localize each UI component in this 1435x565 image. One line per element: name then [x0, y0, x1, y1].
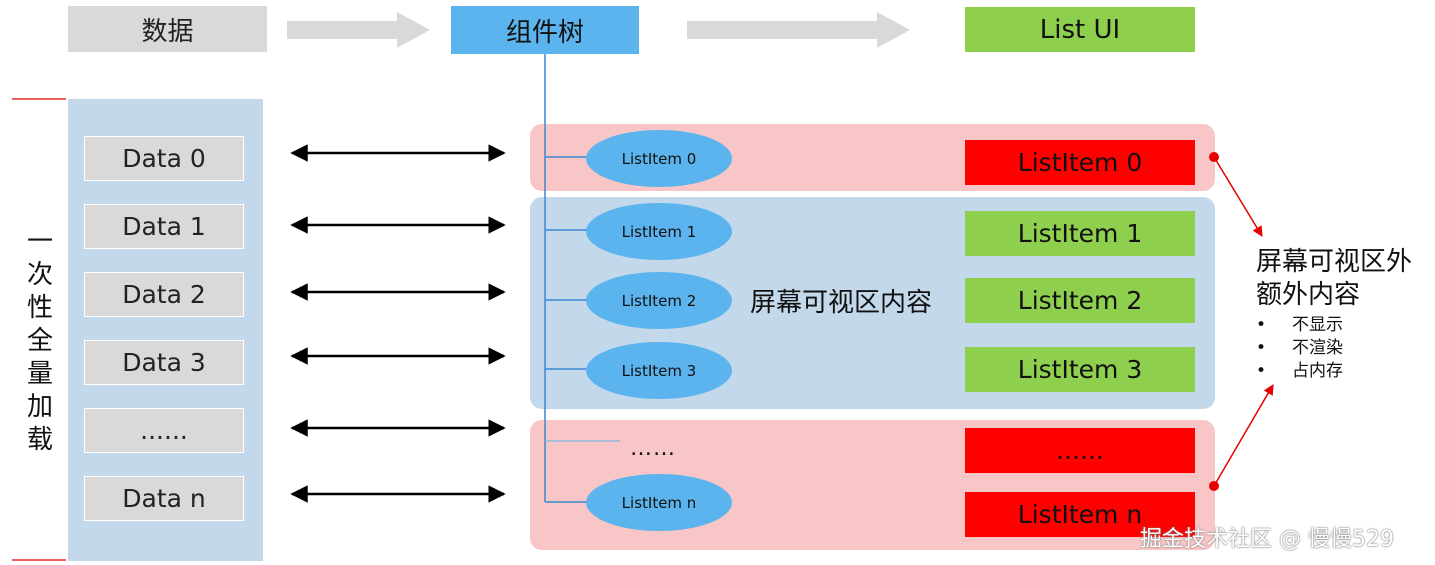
visible-area-label: 屏幕可视区内容 — [750, 288, 933, 318]
ui-item-1: ListItem 1 — [965, 211, 1195, 256]
data-item-1: Data 1 — [84, 204, 244, 249]
tree-node-n: ListItem n — [586, 474, 732, 531]
tree-node-3: ListItem 3 — [586, 342, 732, 399]
tree-node-0: ListItem 0 — [586, 130, 732, 187]
ui-item-ellipsis: ...... — [965, 428, 1195, 473]
data-item-0: Data 0 — [84, 136, 244, 181]
outside-area-bullets: •不显示 •不渲染 •占内存 — [1256, 314, 1343, 383]
data-item-ellipsis: ...... — [84, 408, 244, 453]
bullet-item: •不渲染 — [1256, 338, 1343, 358]
data-item-3: Data 3 — [84, 340, 244, 385]
bullet-item: •占内存 — [1256, 361, 1343, 381]
ui-item-3: ListItem 3 — [965, 347, 1195, 392]
tree-node-2: ListItem 2 — [586, 272, 732, 329]
watermark: 掘金技术社区 @ 慢慢529 — [1140, 527, 1394, 552]
bullet-item: •不显示 — [1256, 315, 1343, 335]
data-item-n: Data n — [84, 476, 244, 521]
header-data: 数据 — [68, 6, 267, 52]
outside-area-title: 屏幕可视区外额外内容 — [1256, 247, 1413, 310]
data-item-2: Data 2 — [84, 272, 244, 317]
ui-item-n: ListItem n — [965, 492, 1195, 537]
pointer-arrow-bottom — [1213, 384, 1274, 487]
tree-node-1: ListItem 1 — [586, 203, 732, 260]
tree-node-ellipsis: …… — [630, 436, 676, 461]
pointer-arrow-top — [1213, 156, 1263, 237]
header-list-ui: List UI — [965, 7, 1195, 52]
header-arrow-2 — [687, 12, 910, 48]
full-load-label: 一次性全量加载 — [26, 227, 53, 455]
header-arrow-1 — [287, 12, 430, 48]
ui-item-2: ListItem 2 — [965, 278, 1195, 323]
ui-item-0: ListItem 0 — [965, 140, 1195, 185]
header-component-tree: 组件树 — [451, 6, 639, 54]
